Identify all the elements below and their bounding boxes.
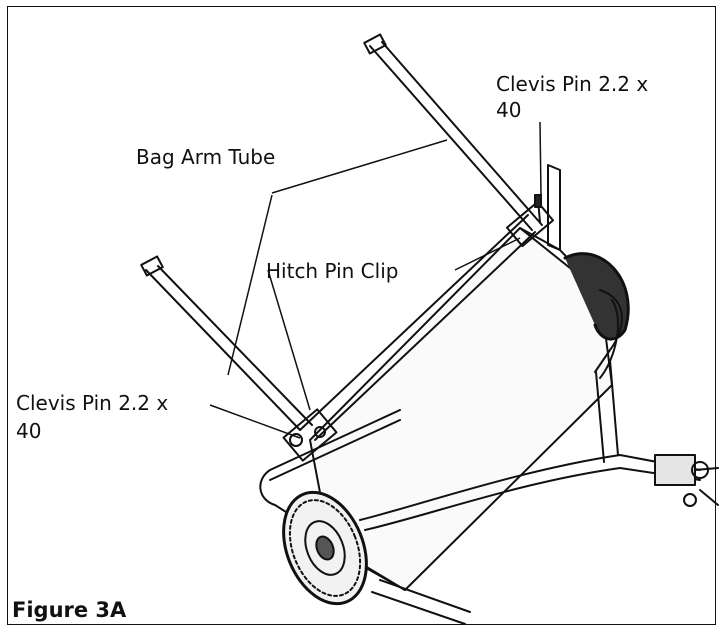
front-wheel (282, 490, 368, 606)
label-hitch-pin-clip: Hitch Pin Clip (266, 259, 399, 283)
frame-arm-upper (594, 289, 623, 373)
front-axle-bar-2 (269, 419, 401, 481)
frame-side-2 (595, 371, 605, 463)
figure-caption: Figure 3A (12, 598, 127, 622)
leader-hitch-2 (267, 269, 311, 411)
bottom-rail (379, 579, 471, 613)
frame-side (609, 359, 619, 456)
bag-arm-tube-right (363, 33, 543, 231)
label-bag-arm-tube: Bag Arm Tube (136, 145, 276, 169)
leader-bag-arm-left (227, 194, 273, 376)
leader-lines (209, 121, 542, 439)
label-clevis-pin-left: Clevis Pin 2.2 x (16, 391, 169, 415)
leader-hitch-1 (454, 237, 521, 271)
label-clevis-pin-top-size: 40 (496, 98, 522, 122)
tow-bar (359, 454, 701, 521)
leader-bag-arm-right (271, 139, 448, 194)
bottom-rail-2 (371, 591, 466, 625)
tow-bar-lower (364, 467, 701, 531)
hitch-assembly (654, 454, 719, 507)
figure-border (7, 6, 716, 625)
front-axle-bar (269, 409, 401, 471)
front-frame-curve (259, 469, 331, 541)
clevis-bracket-top (505, 194, 555, 248)
leader-clevis-left (209, 404, 301, 439)
frame-arm-curve (599, 299, 619, 379)
leader-clevis-top (539, 121, 542, 196)
hopper-top-edge (299, 214, 529, 431)
lever-post (547, 164, 561, 251)
label-clevis-pin-left-size: 40 (16, 419, 42, 443)
rear-wheel (563, 252, 630, 341)
label-clevis-pin-top: Clevis Pin 2.2 x (496, 72, 649, 96)
hopper-top-edge-inner (314, 231, 536, 441)
